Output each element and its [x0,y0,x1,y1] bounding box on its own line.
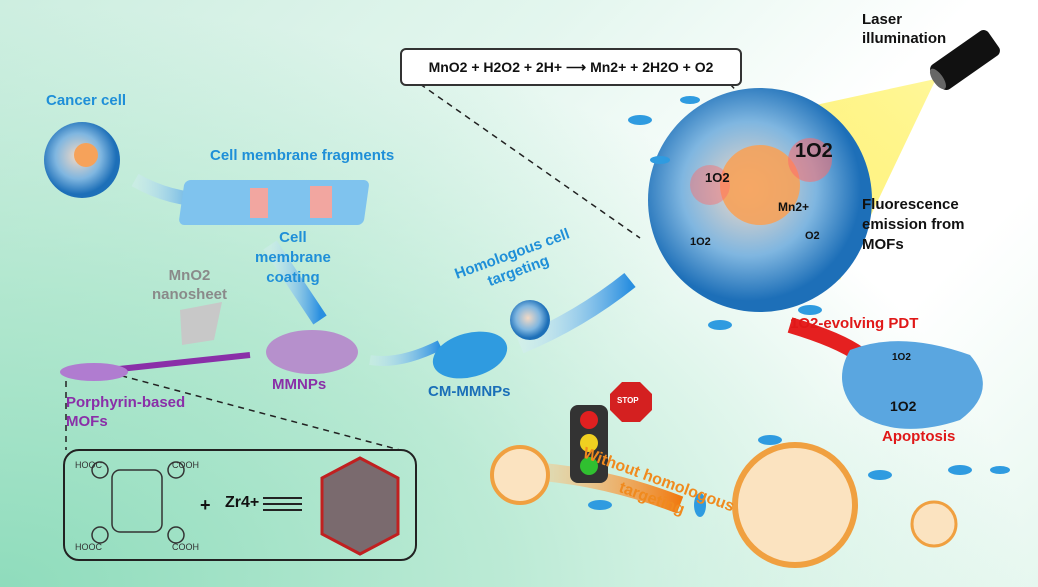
pdt-label: 1O2-evolving PDT [790,315,919,332]
mno2-nanosheet-illustration [180,302,222,345]
normal-cell [732,442,858,568]
dashed-connector [65,369,401,451]
label-line: Cell [279,229,307,246]
singlet-oxygen-label: 1O2 [705,170,730,185]
cm-mmnp-particle [432,331,508,379]
triple-bond-equals [263,497,302,511]
laser-label: Laser illumination [862,10,946,48]
cooh-label: COOH [172,542,199,552]
membrane-coating-label: Cell membrane coating [255,228,331,288]
mno2-nanosheet-label: MnO2 nanosheet [152,266,227,304]
stop-sign-icon [610,382,652,422]
cancer-cell-label: Cancer cell [46,92,127,109]
particles [588,96,1010,517]
apoptosis-label: Apoptosis [882,428,956,445]
reaction-equation-box: MnO2 + H2O2 + 2H+ ⟶ Mn2+ + 2H2O + O2 [400,48,742,86]
fluorescence-label: Fluorescence emission from MOFs [862,195,965,255]
laser-device-icon [929,29,1000,91]
membrane-fragments-label: Cell membrane fragments [210,147,395,164]
label-line: Fluorescence [862,196,959,213]
zr-ion-label: Zr4+ [225,494,260,511]
normal-cell [910,500,958,548]
singlet-oxygen-label: 1O2 [795,140,833,162]
target-cancer-cell-illustration [648,88,872,312]
hooc-label: HOOC [75,542,102,552]
mmnp-particle [266,330,358,374]
label-line: membrane [255,249,331,266]
hooc-label: HOOC [75,460,102,470]
mof-synthesis-box [63,449,417,561]
equation-reactants: MnO2 + H2O2 + 2H+ [428,59,563,75]
mof-crystal-structure [320,456,400,556]
normal-cell [490,445,550,505]
label-line: coating [266,269,320,286]
apoptotic-cell-illustration [842,341,983,429]
label-line: emission from [862,216,965,233]
plus-sign: + [200,495,211,515]
arrow [263,240,327,325]
label-line: illumination [862,30,947,47]
label-line: nanosheet [152,286,228,303]
label-line: MOFs [862,236,904,253]
arrow [109,352,251,373]
label-line: MnO2 [168,267,211,284]
arrow [369,340,443,366]
cm-mmnps-label: CM-MMNPs [428,383,511,400]
stop-label: STOP [617,396,639,405]
cooh-label: COOH [172,460,199,470]
porphyrin-structure [91,461,185,544]
singlet-oxygen-label: 1O2 [690,236,711,248]
reaction-arrow-icon: ⟶ [566,58,587,75]
mn2-label: Mn2+ [778,200,810,214]
small-cell [510,300,550,340]
dashed-connector [419,83,821,239]
singlet-oxygen-label: 1O2 [890,398,917,414]
porphyrin-mofs-label: Porphyrin-based MOFs [66,393,185,431]
traffic-light-icon [570,405,608,483]
label-line: Laser [862,11,903,28]
mmnps-label: MMNPs [272,376,327,393]
mof-particle [60,363,128,381]
equation-products: Mn2+ + 2H2O + O2 [590,59,714,75]
singlet-oxygen-label: 1O2 [892,352,911,363]
o2-label: O2 [805,230,820,242]
label-line: Porphyrin-based [66,394,186,411]
cancer-cell-illustration [44,122,120,198]
label-line: MOFs [66,413,108,430]
membrane-fragment-illustration [179,180,369,225]
